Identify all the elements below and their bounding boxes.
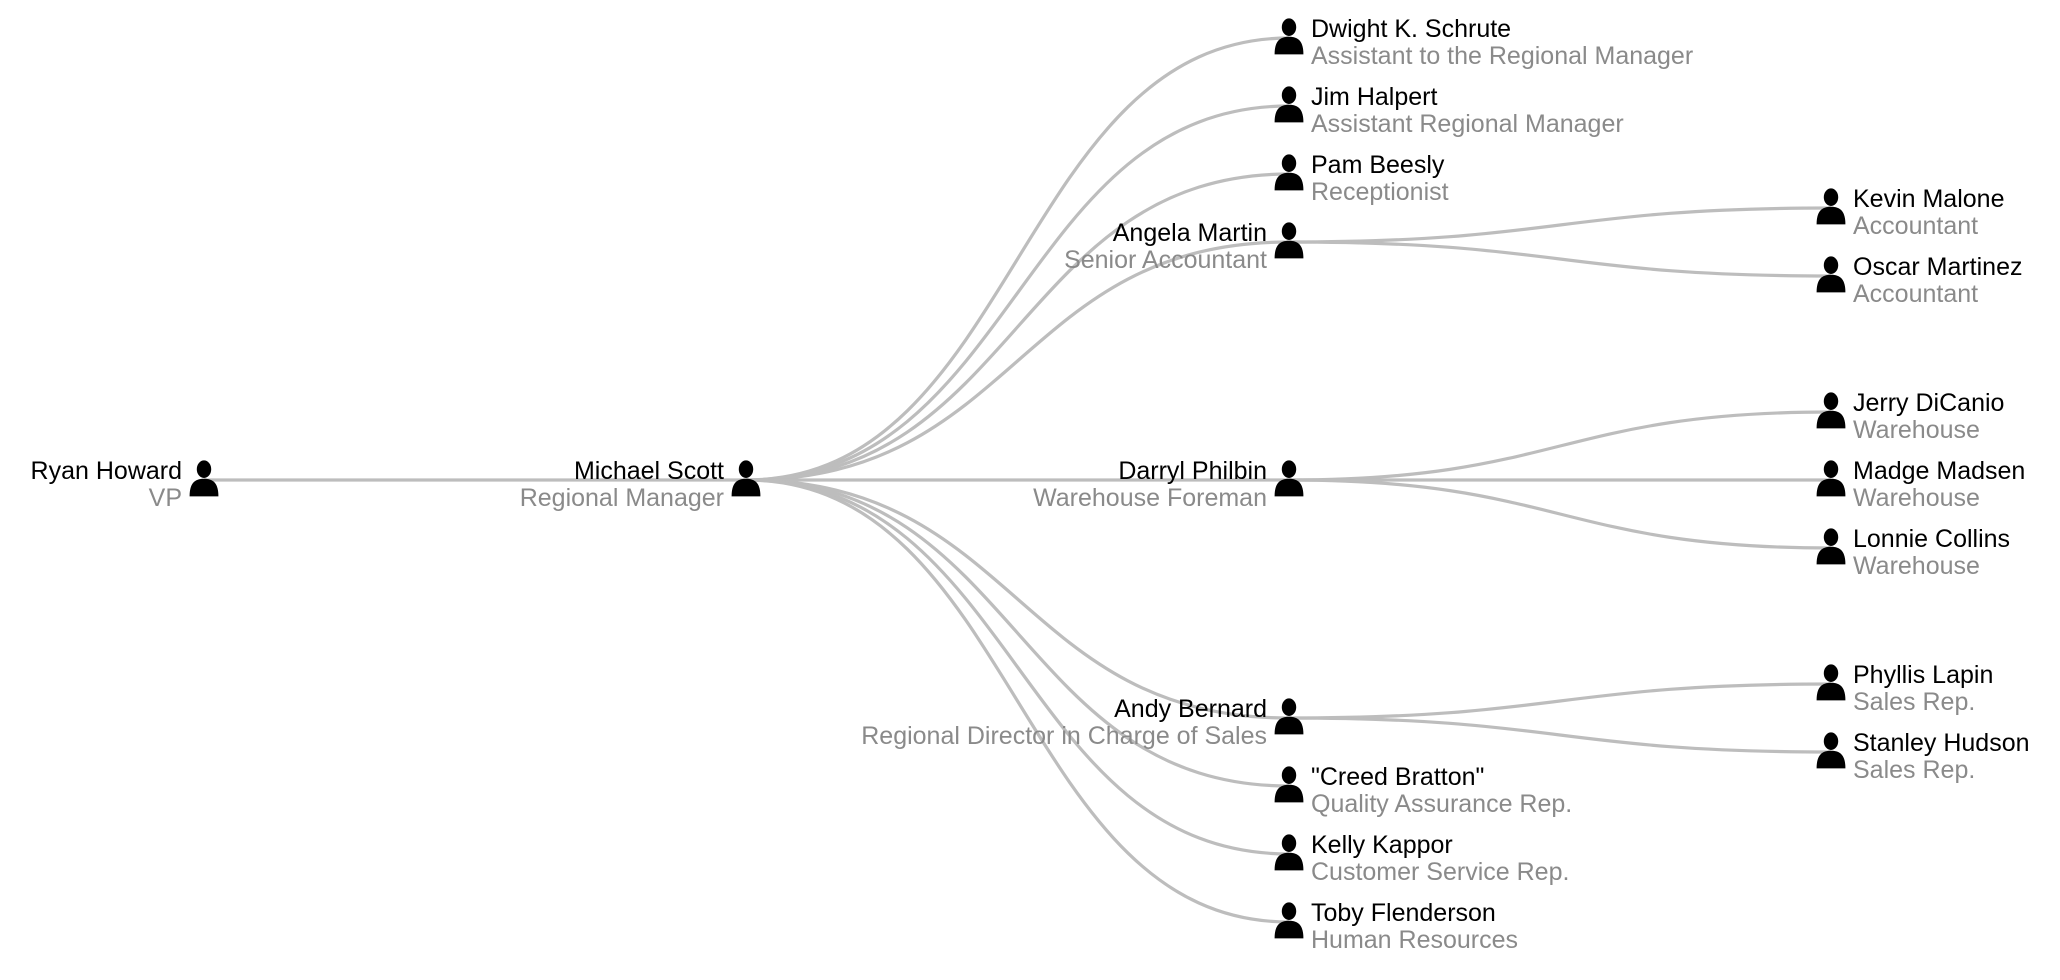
node-name: Phyllis Lapin [1853,661,1993,689]
node-title: Assistant Regional Manager [1311,110,1624,138]
link-darryl-jerry [1288,410,1832,482]
link-angela-kevin [1288,206,1832,244]
link-andy-stanley [1288,716,1832,754]
org-node-creed[interactable]: "Creed Bratton"Quality Assurance Rep. [1274,763,1573,818]
node-title: Customer Service Rep. [1311,858,1569,886]
node-title: Receptionist [1311,178,1449,206]
node-name: Michael Scott [574,457,724,485]
node-title: Regional Manager [520,484,724,512]
node-name: Dwight K. Schrute [1311,15,1511,43]
node-title: Regional Director in Charge of Sales [861,722,1267,750]
node-title: Warehouse [1853,416,1980,444]
node-title: Assistant to the Regional Manager [1311,42,1693,70]
links-layer [204,36,1832,924]
link-angela-oscar [1288,240,1832,278]
link-michael-toby [745,478,1290,924]
node-title: Accountant [1853,212,1978,240]
node-name: Angela Martin [1113,219,1267,247]
node-title: VP [149,484,182,512]
node-name: Jerry DiCanio [1853,389,2004,417]
node-name: Lonnie Collins [1853,525,2010,553]
node-title: Quality Assurance Rep. [1311,790,1572,818]
link-andy-phyllis [1288,682,1832,720]
link-michael-creed [745,478,1290,788]
link-darryl-lonnie [1288,478,1832,550]
node-title: Accountant [1853,280,1978,308]
node-name: Stanley Hudson [1853,729,2030,757]
node-name: Oscar Martinez [1853,253,2022,281]
link-michael-jim [745,104,1290,482]
node-title: Sales Rep. [1853,756,1975,784]
node-name: Andy Bernard [1114,695,1267,723]
node-name: "Creed Bratton" [1311,763,1484,791]
link-michael-kelly [745,478,1290,856]
link-michael-andy [745,478,1290,720]
node-name: Jim Halpert [1311,83,1437,111]
node-name: Kevin Malone [1853,185,2004,213]
node-title: Human Resources [1311,926,1518,954]
link-michael-angela [745,240,1290,482]
node-name: Madge Madsen [1853,457,2025,485]
node-title: Sales Rep. [1853,688,1975,716]
node-name: Pam Beesly [1311,151,1445,179]
node-name: Toby Flenderson [1311,899,1496,927]
node-name: Darryl Philbin [1118,457,1267,485]
link-michael-pam [745,172,1290,482]
node-title: Warehouse Foreman [1033,484,1267,512]
link-michael-dwight [745,36,1290,482]
node-title: Warehouse [1853,552,1980,580]
node-title: Warehouse [1853,484,1980,512]
node-title: Senior Accountant [1064,246,1267,274]
node-name: Ryan Howard [31,457,182,485]
node-name: Kelly Kappor [1311,831,1453,859]
